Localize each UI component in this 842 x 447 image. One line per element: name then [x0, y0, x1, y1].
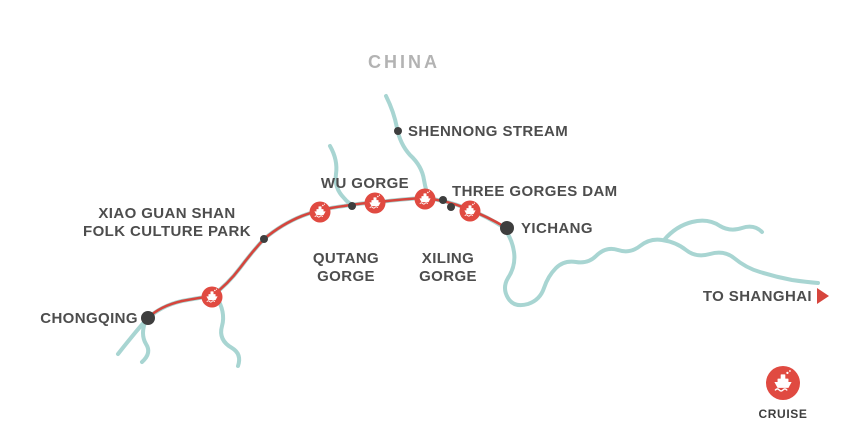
- yichang-city-dot: [500, 221, 514, 235]
- river-branch-east: [662, 218, 764, 242]
- country-label: CHINA: [368, 52, 440, 72]
- label-three-gorges-dam: THREE GORGES DAM: [452, 183, 618, 200]
- three-gorges-dam-dot: [439, 196, 447, 204]
- cruise-legend: CRUISE: [759, 366, 808, 421]
- cruise-stop-icon: [201, 286, 223, 308]
- cruise-legend-label: CRUISE: [759, 407, 808, 421]
- label-to-shanghai: TO SHANGHAI: [703, 288, 812, 305]
- label-chongqing: CHONGQING: [40, 310, 138, 327]
- tributary-south-west: [214, 294, 242, 368]
- cruise-legend-icon: [766, 366, 800, 400]
- shennong-stream-dot: [394, 127, 402, 135]
- cruise-stop-icon: [414, 188, 436, 210]
- wu-gorge-dot: [348, 202, 356, 210]
- shennong-stream-tributary: [384, 94, 432, 202]
- label-xiao-guan-shan-line1: XIAO GUAN SHAN: [98, 205, 235, 222]
- label-shennong-stream: SHENNONG STREAM: [408, 123, 568, 140]
- label-wu-gorge: WU GORGE: [321, 175, 409, 192]
- label-qutang-gorge-line1: QUTANG: [313, 250, 379, 267]
- to-shanghai-arrow-icon: [817, 288, 829, 304]
- cruise-stop-markers: [201, 188, 481, 308]
- cruise-stop-icon: [364, 192, 386, 214]
- label-xiling-gorge-line1: XILING: [422, 250, 474, 267]
- tributary-upper-west: [328, 144, 356, 208]
- xiao-guan-shan-dot: [260, 235, 268, 243]
- cruise-stop-icon: [309, 201, 331, 223]
- xiling-gorge-dot: [447, 203, 455, 211]
- label-xiao-guan-shan-line2: FOLK CULTURE PARK: [83, 223, 251, 240]
- label-qutang-gorge-line2: GORGE: [317, 268, 375, 285]
- chongqing-city-dot: [141, 311, 155, 325]
- label-yichang: YICHANG: [521, 220, 593, 237]
- cruise-stop-icon: [459, 200, 481, 222]
- label-xiling-gorge-line2: GORGE: [419, 268, 477, 285]
- tributary-south-chongqing: [140, 318, 151, 364]
